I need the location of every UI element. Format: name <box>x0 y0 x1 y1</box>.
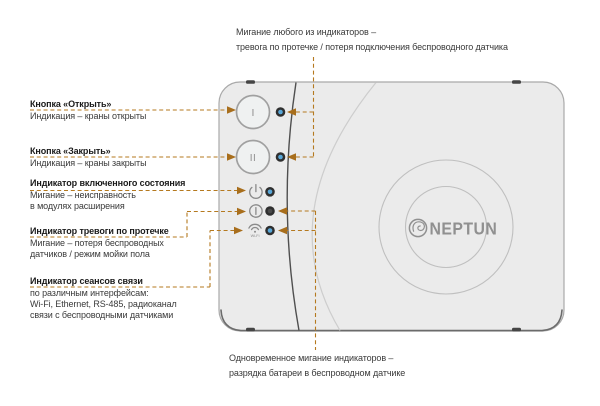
leak-alarm-icon <box>249 204 263 218</box>
label-leak-indicator: Индикатор тревоги по протечке Мигание – … <box>30 226 169 260</box>
label-open-button: Кнопка «Открыть» Индикация – краны откры… <box>30 99 146 122</box>
edge-tab-bottom-right <box>512 327 521 332</box>
label-power-indicator-title: Индикатор включенного состояния <box>30 178 186 188</box>
close-button: II <box>235 139 271 175</box>
leader-bottom-note <box>287 210 317 350</box>
label-comm-indicator: Индикатор сеансов связи по различным инт… <box>30 276 177 321</box>
label-comm-indicator-desc1: по различным интерфейсам: <box>30 288 149 298</box>
logo-wave-icon <box>408 218 428 238</box>
label-close-button-title: Кнопка «Закрыть» <box>30 146 111 156</box>
device-bottom-shadow <box>220 309 563 332</box>
arrow-comm-indicator <box>234 226 243 235</box>
label-leak-indicator-desc1: Мигание – потеря беспроводных <box>30 238 164 248</box>
label-open-button-desc: Индикация – краны открыты <box>30 111 147 121</box>
label-leak-indicator-desc2: датчиков / режим мойки пола <box>30 249 150 259</box>
label-leak-indicator-title: Индикатор тревоги по протечке <box>30 226 169 236</box>
logo-text: NEPTUN <box>430 219 498 239</box>
open-button: I <box>235 94 271 130</box>
ripple-arc <box>311 82 377 331</box>
open-button-circle <box>235 94 271 130</box>
leader-top-note <box>296 57 315 158</box>
top-note-line1: Мигание любого из индикаторов – <box>236 27 376 37</box>
arrow-led-leak <box>278 207 287 215</box>
edge-tab-bottom-left <box>246 327 255 332</box>
led-leak-alarm <box>265 206 275 216</box>
label-comm-indicator-desc2: Wi-Fi, Ethernet, RS-485, радиоканал <box>30 299 177 309</box>
label-power-indicator: Индикатор включенного состояния Мигание … <box>30 178 185 212</box>
label-power-indicator-desc2: в модулях расширения <box>30 201 125 211</box>
leader-leak-indicator <box>30 210 238 238</box>
arrow-led-comm <box>278 226 287 235</box>
arrow-led-open <box>287 108 296 116</box>
edge-tab-top-right <box>512 80 521 84</box>
close-button-circle <box>235 139 271 175</box>
power-icon <box>249 183 263 199</box>
arrow-power-indicator <box>237 186 246 195</box>
led-open <box>275 107 286 117</box>
label-power-indicator-desc1: Мигание – неисправность <box>30 190 136 200</box>
led-comm <box>265 225 275 236</box>
label-comm-indicator-desc3: связи с беспроводными датчиками <box>30 310 174 320</box>
edge-tab-top-left <box>246 80 255 84</box>
close-button-label: II <box>250 153 257 164</box>
bottom-note-line1: Одновременное мигание индикаторов – <box>229 353 394 363</box>
arrow-open-button <box>227 106 236 114</box>
label-close-button-desc: Индикация – краны закрыты <box>30 158 147 168</box>
neptun-logo: NEPTUN <box>408 218 498 239</box>
arrow-close-button <box>227 153 236 161</box>
leader-comm-indicator <box>30 229 235 288</box>
led-power <box>265 187 275 197</box>
wifi-icon <box>248 223 262 233</box>
ripple-circle-inner <box>404 185 488 269</box>
open-button-label: I <box>252 107 255 119</box>
bottom-note: Одновременное мигание индикаторов – разр… <box>229 351 405 380</box>
logo-wave-swirl <box>412 221 425 232</box>
bottom-note-line2: разрядка батареи в беспроводном датчике <box>229 367 406 378</box>
arrow-led-close <box>287 153 296 161</box>
top-note: Мигание любого из индикаторов – тревога … <box>236 25 508 54</box>
label-open-button-title: Кнопка «Открыть» <box>30 99 112 109</box>
wifi-icon-label: Wi-Fi <box>251 234 260 238</box>
label-comm-indicator-title: Индикатор сеансов связи <box>30 276 143 286</box>
ripple-circle-outer <box>378 159 514 295</box>
label-close-button: Кнопка «Закрыть» Индикация – краны закры… <box>30 146 147 169</box>
top-note-line2: тревога по протечке / потеря подключения… <box>236 41 508 52</box>
arrow-leak-indicator <box>237 207 246 216</box>
led-close <box>275 152 286 162</box>
